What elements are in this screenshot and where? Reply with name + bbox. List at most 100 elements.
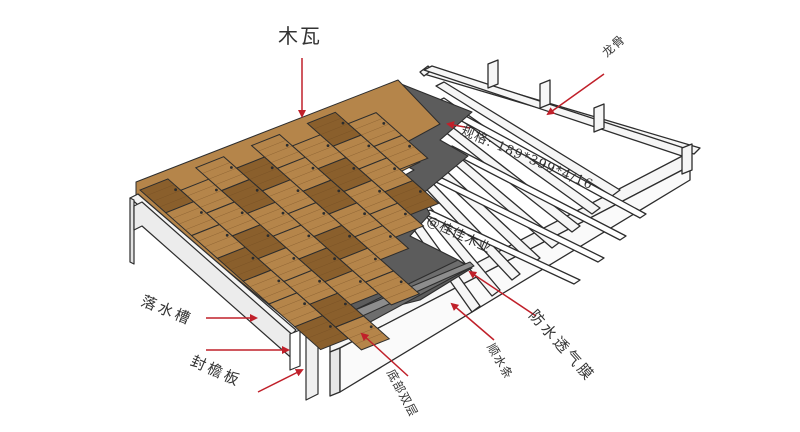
shingle-grain bbox=[316, 191, 345, 203]
shingle-nail bbox=[337, 189, 341, 193]
shingle-grain bbox=[341, 321, 370, 334]
shingle-grain bbox=[350, 185, 379, 198]
shingle-nail bbox=[374, 257, 377, 261]
shingle-grain bbox=[243, 162, 271, 175]
shingle-grain bbox=[215, 173, 244, 186]
shingle-grain bbox=[225, 218, 254, 231]
shingle-grain bbox=[361, 123, 390, 136]
shingle-nail bbox=[251, 256, 255, 260]
shingle-grain bbox=[311, 259, 340, 271]
roof-frame bbox=[329, 59, 701, 397]
shingle-grain bbox=[290, 275, 319, 288]
shingle-grain bbox=[333, 242, 362, 254]
shingle-nail bbox=[329, 325, 332, 328]
shingle-grain bbox=[346, 146, 375, 158]
arrow-membrane bbox=[468, 270, 537, 317]
shingle-nail bbox=[200, 211, 203, 214]
shingle-nail bbox=[348, 234, 351, 238]
shingle-grain bbox=[230, 258, 259, 271]
shingle-grain bbox=[292, 241, 321, 254]
leader-lines bbox=[206, 58, 605, 393]
shingle-grain bbox=[363, 197, 392, 209]
shingle-nail bbox=[382, 122, 386, 125]
shingle-grain bbox=[213, 207, 241, 220]
shingle-grain bbox=[367, 236, 396, 249]
shingle-grain bbox=[359, 265, 388, 277]
shingle-grain bbox=[348, 219, 377, 232]
shingle-nail bbox=[399, 280, 403, 284]
shingle-nail bbox=[389, 235, 392, 238]
gutter-face bbox=[129, 197, 135, 265]
shingle-grain bbox=[352, 151, 381, 164]
shingle-grain bbox=[324, 163, 353, 175]
shingle-nail bbox=[281, 211, 285, 215]
shingle-nail bbox=[393, 167, 396, 171]
shingle-grain bbox=[271, 258, 300, 271]
shingle-grain bbox=[258, 139, 286, 152]
shingle-grain bbox=[146, 184, 175, 196]
shingle-nail bbox=[270, 166, 274, 170]
shingle-nail bbox=[326, 144, 330, 148]
shingle-grain bbox=[185, 218, 214, 231]
keel-post-4 bbox=[681, 143, 693, 175]
shingle-grain bbox=[322, 304, 351, 316]
shingle-grain bbox=[331, 276, 360, 288]
shingle-grain bbox=[397, 191, 426, 204]
shingle-grain bbox=[268, 185, 297, 197]
shingle-grain bbox=[391, 186, 420, 198]
shingle-grain bbox=[337, 281, 366, 294]
shingle-nail bbox=[277, 279, 281, 283]
shingle-nail bbox=[230, 166, 233, 169]
arrow-batten bbox=[450, 302, 495, 341]
shingle-nail bbox=[174, 188, 178, 192]
shingle-grain bbox=[264, 145, 293, 158]
shingle-grain bbox=[260, 213, 289, 226]
shingle-grain bbox=[326, 129, 355, 141]
shingle-nail bbox=[307, 234, 311, 238]
shingle-grain bbox=[234, 190, 263, 203]
batten-1 bbox=[435, 81, 621, 197]
arrow-keel bbox=[546, 73, 605, 116]
shingle-grain bbox=[294, 208, 323, 220]
shingle-grain bbox=[346, 253, 375, 266]
shingle-grain bbox=[270, 151, 299, 163]
shingle-grain bbox=[286, 236, 315, 248]
shingle-nail bbox=[369, 325, 373, 329]
shingle-grain bbox=[303, 287, 332, 299]
shingle-grain bbox=[256, 281, 285, 293]
shingle-grain bbox=[152, 190, 181, 202]
arrow-fascia-2 bbox=[257, 369, 304, 393]
shingle-nail bbox=[359, 280, 362, 283]
shingle-nail bbox=[404, 212, 407, 216]
shingle-grain bbox=[240, 196, 269, 208]
shingle-grain bbox=[253, 207, 282, 220]
shingle-grain bbox=[374, 242, 403, 255]
shingle-grain bbox=[178, 212, 207, 225]
shingle-nail bbox=[341, 121, 345, 125]
shingle-grain bbox=[202, 162, 231, 174]
shingle-grain bbox=[266, 219, 295, 231]
shingle-grain bbox=[305, 145, 334, 158]
shingle-grain bbox=[290, 168, 319, 181]
shingle-grain bbox=[352, 259, 381, 271]
shingle-grain bbox=[277, 264, 306, 277]
shingle-nail bbox=[363, 212, 366, 216]
shingle-nail bbox=[367, 144, 371, 148]
shingle-grain bbox=[236, 264, 265, 276]
shingle-grain bbox=[255, 173, 284, 186]
shingle-grain bbox=[354, 118, 383, 130]
arrow-spec bbox=[446, 121, 471, 130]
shingle-nail bbox=[285, 143, 289, 147]
shingle-grain bbox=[318, 264, 347, 277]
shingle-nail bbox=[322, 212, 326, 215]
shingle-grain bbox=[337, 174, 366, 187]
shingle-nail bbox=[344, 302, 347, 306]
shingle-grain bbox=[367, 129, 396, 142]
shingle-nail bbox=[215, 188, 218, 192]
shingle-grain bbox=[200, 196, 229, 208]
shingle-grid bbox=[139, 111, 440, 351]
shingle-grain bbox=[314, 332, 343, 345]
shingle-grain bbox=[238, 230, 267, 242]
shingle-grain bbox=[309, 185, 338, 198]
shingle-grain bbox=[307, 326, 336, 339]
